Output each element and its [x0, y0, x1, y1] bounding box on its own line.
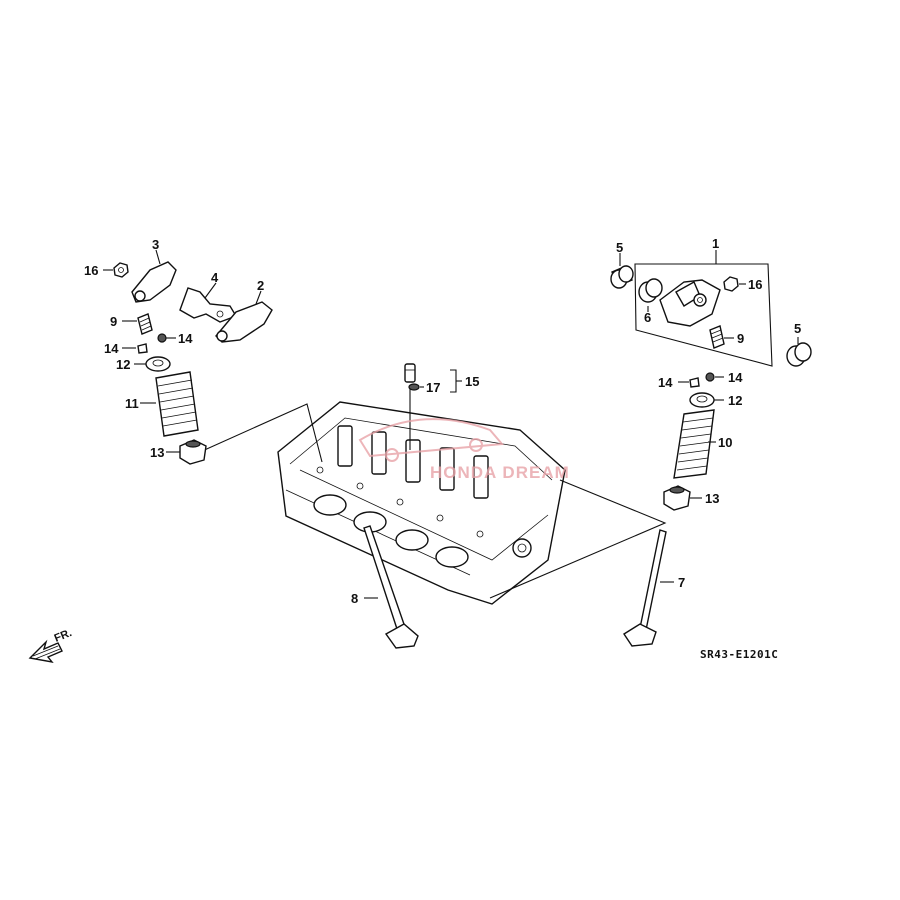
- callout-14-left-a[interactable]: 14: [178, 331, 193, 346]
- callout-3[interactable]: 3: [152, 237, 159, 252]
- rocker-shaft-bushing-a[interactable]: [610, 265, 634, 289]
- lost-motion-spring-left[interactable]: [137, 313, 153, 335]
- callout-13-right[interactable]: 13: [705, 491, 719, 506]
- callout-7[interactable]: 7: [678, 575, 685, 590]
- callout-2[interactable]: 2: [257, 278, 264, 293]
- cotter-right-a[interactable]: [689, 377, 700, 388]
- valve-guide-center[interactable]: [404, 363, 416, 383]
- nut-left[interactable]: [113, 262, 129, 278]
- cotter-left-b[interactable]: [137, 343, 148, 354]
- cotter-left-a[interactable]: [157, 333, 167, 343]
- callout-8[interactable]: 8: [351, 591, 358, 606]
- callout-4[interactable]: 4: [211, 270, 219, 285]
- callout-6[interactable]: 6: [644, 310, 651, 325]
- callout-5-top[interactable]: 5: [616, 240, 623, 255]
- rocker-bracket-4[interactable]: [179, 287, 238, 323]
- rocker-arm-left-3[interactable]: [131, 261, 177, 303]
- valve-stem-seal-left[interactable]: [179, 439, 207, 465]
- callout-labels: 3 16 4 2 9 14 14 12 11 13 5 1 16 6 9 5 1…: [84, 236, 801, 606]
- exhaust-valve-7[interactable]: [623, 529, 667, 647]
- rocker-arm-left-2[interactable]: [215, 301, 273, 343]
- front-marker-text: FR.: [53, 627, 74, 645]
- guide-clip-17[interactable]: [408, 383, 420, 391]
- intake-valve-8[interactable]: [363, 525, 419, 649]
- spring-retainer-left[interactable]: [145, 356, 171, 372]
- callout-9-right[interactable]: 9: [737, 331, 744, 346]
- nut-right[interactable]: [723, 276, 739, 292]
- watermark-text: HONDA DREAM: [430, 463, 570, 482]
- callout-15[interactable]: 15: [465, 374, 479, 389]
- callout-9-left[interactable]: 9: [110, 314, 117, 329]
- callout-1[interactable]: 1: [712, 236, 719, 251]
- callout-12-left[interactable]: 12: [116, 357, 130, 372]
- front-direction-arrow: [28, 639, 63, 664]
- valve-spring-right[interactable]: [673, 409, 715, 479]
- spring-retainer-right[interactable]: [689, 392, 715, 408]
- diagram-code: SR43-E1201C: [700, 648, 778, 661]
- callout-16-left[interactable]: 16: [84, 263, 98, 278]
- callout-13-left[interactable]: 13: [150, 445, 164, 460]
- cylinder-head[interactable]: [277, 401, 566, 605]
- callout-17[interactable]: 17: [426, 380, 440, 395]
- callout-16-right[interactable]: 16: [748, 277, 762, 292]
- callout-12-right[interactable]: 12: [728, 393, 742, 408]
- rocker-arm-assembly-right[interactable]: [659, 279, 721, 327]
- rocker-shaft-bushing-b[interactable]: [638, 278, 663, 303]
- callout-14-left-b[interactable]: 14: [104, 341, 119, 356]
- lost-motion-spring-right[interactable]: [709, 325, 725, 349]
- watermark: HONDA DREAM: [358, 418, 570, 482]
- cotter-right-b[interactable]: [705, 372, 715, 382]
- callout-10[interactable]: 10: [718, 435, 732, 450]
- callout-14-right-a[interactable]: 14: [658, 375, 673, 390]
- valve-spring-left[interactable]: [155, 371, 199, 437]
- rocker-shaft-bushing-c[interactable]: [786, 342, 812, 367]
- valve-stem-seal-right[interactable]: [663, 485, 691, 511]
- callout-5-right[interactable]: 5: [794, 321, 801, 336]
- callout-11[interactable]: 11: [125, 396, 139, 411]
- callout-14-right-b[interactable]: 14: [728, 370, 743, 385]
